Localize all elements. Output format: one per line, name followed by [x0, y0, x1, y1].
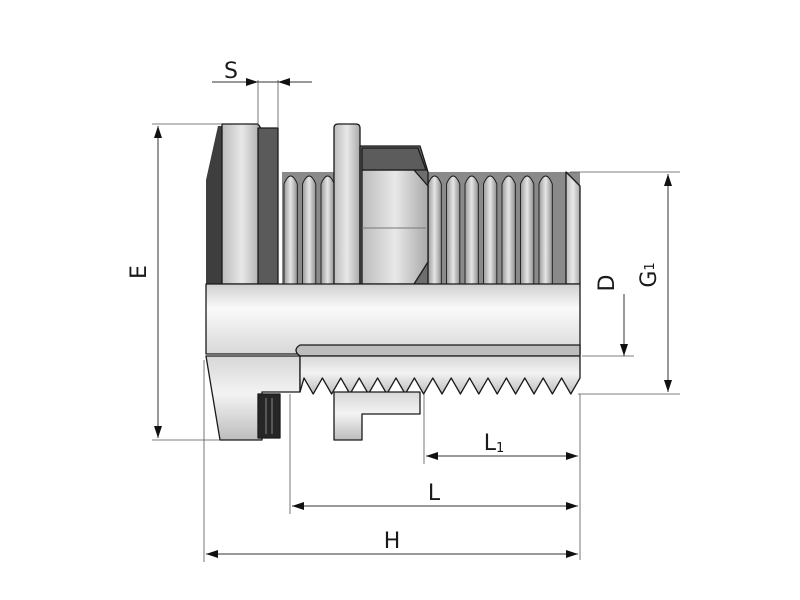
thread-crest [538, 175, 553, 285]
thread-crest [427, 175, 442, 285]
fitting-exterior [206, 123, 581, 285]
dimension-g1: G1 [570, 171, 680, 395]
dim-label-e: E [127, 265, 152, 279]
dimension-h: H [203, 360, 578, 562]
dim-label-d: D [595, 275, 620, 292]
thread-crest [446, 175, 461, 285]
nut-section [333, 391, 421, 441]
dimension-s: S [212, 59, 312, 128]
flange-section [205, 355, 301, 441]
dim-label-l: L [428, 481, 441, 506]
thread-end-chamfer [565, 171, 581, 285]
thread-crest [501, 175, 516, 285]
dim-label-l1: L [484, 431, 497, 456]
svg-text:G1: G1 [637, 262, 662, 287]
bore-surface [205, 283, 581, 355]
fitting-section [205, 355, 581, 441]
dimensions: S E D G1 [127, 59, 680, 562]
thread-section [299, 355, 581, 395]
thread-crest [483, 175, 498, 285]
dimension-d: D [582, 275, 634, 357]
dimension-l1: L1 [423, 394, 581, 560]
flange-shoulder [257, 127, 279, 285]
bore-step [295, 344, 581, 357]
external-thread [283, 175, 553, 285]
thread-crest [302, 175, 317, 285]
bore [205, 283, 581, 357]
hex-nut-top [361, 147, 427, 171]
hex-nut [361, 169, 429, 285]
thread-crest [283, 175, 298, 285]
dim-label-g1: G [637, 271, 662, 288]
dim-label-l1-sub: 1 [496, 441, 504, 456]
svg-text:L1: L1 [484, 431, 505, 456]
thread-crest [320, 175, 335, 285]
dim-label-g1-sub: 1 [643, 262, 658, 270]
washer [333, 123, 361, 285]
dimension-l: L [289, 394, 578, 514]
thread-crest [464, 175, 479, 285]
seal-ring [257, 393, 281, 439]
flange-head [221, 123, 263, 285]
dimension-e: E [127, 123, 222, 441]
thread-crest [520, 175, 535, 285]
dim-label-h: H [384, 529, 401, 554]
dim-label-s: S [224, 59, 238, 84]
